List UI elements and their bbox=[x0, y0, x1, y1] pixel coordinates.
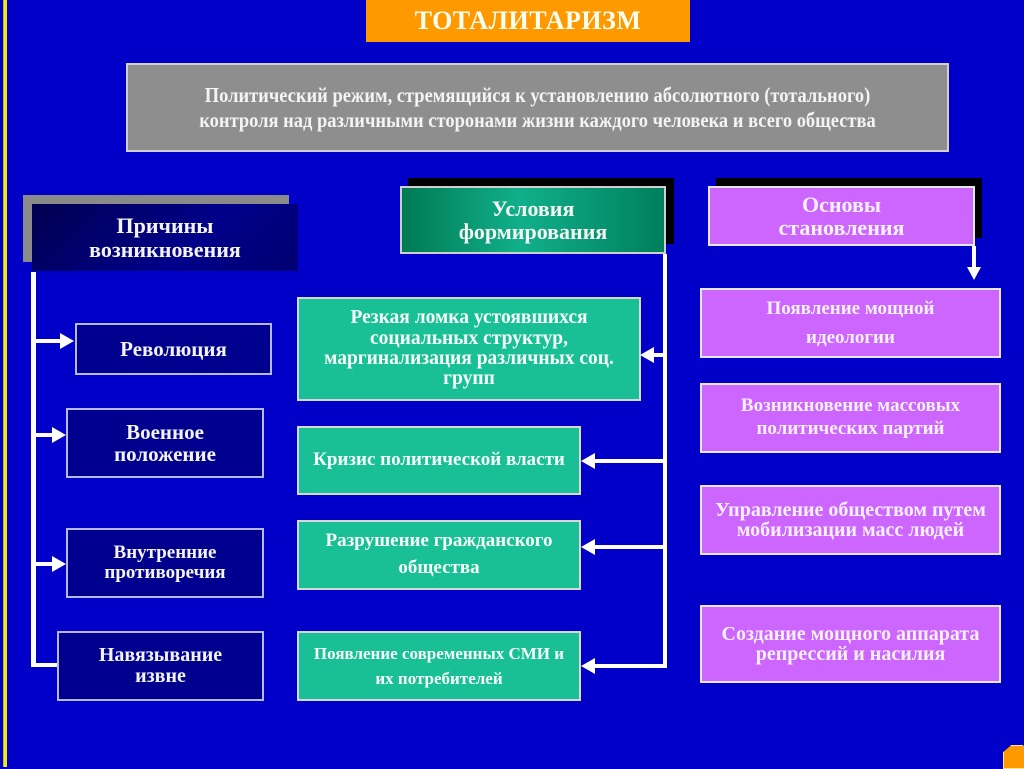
foundations-connector bbox=[972, 246, 976, 268]
causes-connector-2 bbox=[31, 433, 53, 437]
cause-item: Военное положение bbox=[66, 408, 264, 478]
arrow-left-icon bbox=[581, 658, 595, 674]
causes-connector-1 bbox=[31, 339, 61, 343]
condition-item: Резкая ломка устоявшихся социальных стру… bbox=[297, 297, 641, 401]
foundation-item: Возникновение массовых политических парт… bbox=[700, 383, 1001, 453]
arrow-left-icon bbox=[640, 347, 654, 363]
cause-item-text: Внутренние противоречия bbox=[104, 542, 226, 583]
conditions-connector-vertical bbox=[663, 254, 667, 668]
conditions-header-text: Условия формирования bbox=[458, 195, 608, 244]
slide-edge-line bbox=[3, 0, 7, 767]
definition-text: Политический режим, стремящийся к устано… bbox=[199, 83, 876, 132]
causes-connector-vertical bbox=[31, 272, 36, 667]
foundations-header-text: Основы становления bbox=[778, 191, 905, 240]
arrow-right-icon bbox=[52, 556, 66, 572]
causes-header-text: Причины возникновения bbox=[89, 213, 241, 262]
foundation-item: Управление обществом путем мобилизации м… bbox=[700, 485, 1001, 555]
foundation-item: Создание мощного аппарата репрессий и на… bbox=[700, 605, 1001, 683]
condition-item-text: Появление современных СМИ и их потребите… bbox=[313, 643, 565, 689]
arrow-left-icon bbox=[581, 539, 595, 555]
cause-item: Внутренние противоречия bbox=[66, 528, 264, 598]
condition-item: Разрушение гражданского общества bbox=[297, 520, 581, 590]
title-box: ТОТАЛИТАРИЗМ bbox=[366, 0, 690, 42]
foundation-item: Появление мощной идеологии bbox=[700, 288, 1001, 358]
cause-item-text: Навязывание извне bbox=[98, 644, 223, 687]
arrow-right-icon bbox=[60, 333, 74, 349]
foundation-item-text: Управление обществом путем мобилизации м… bbox=[715, 499, 986, 541]
condition-item: Кризис политической власти bbox=[297, 426, 581, 495]
cause-item-text: Военное положение bbox=[114, 419, 216, 466]
foundation-item-text: Создание мощного аппарата репрессий и на… bbox=[721, 623, 995, 665]
cause-item-text: Революция bbox=[120, 336, 227, 361]
title-text: ТОТАЛИТАРИЗМ bbox=[414, 6, 642, 36]
conditions-header: Условия формирования bbox=[400, 186, 666, 254]
cause-item: Навязывание извне bbox=[57, 631, 264, 701]
causes-connector-4 bbox=[31, 663, 63, 667]
condition-item-text: Разрушение гражданского общества bbox=[325, 530, 553, 578]
arrow-down-icon bbox=[967, 267, 981, 280]
conditions-connector-1 bbox=[652, 353, 665, 357]
arrow-left-icon bbox=[581, 453, 595, 469]
foundations-header: Основы становления bbox=[708, 186, 975, 246]
arrow-right-icon bbox=[52, 427, 66, 443]
condition-item: Появление современных СМИ и их потребите… bbox=[297, 631, 581, 701]
foundation-item-text: Появление мощной идеологии bbox=[766, 297, 935, 348]
condition-item-text: Кризис политической власти bbox=[313, 449, 565, 471]
condition-item-text: Резкая ломка устоявшихся социальных стру… bbox=[324, 307, 614, 390]
conditions-connector-4 bbox=[594, 664, 667, 668]
definition-box: Политический режим, стремящийся к устано… bbox=[126, 63, 949, 152]
conditions-connector-3 bbox=[594, 545, 665, 549]
causes-header: Причины возникновения bbox=[32, 204, 298, 271]
conditions-connector-2 bbox=[594, 459, 665, 463]
foundation-item-text: Возникновение массовых политических парт… bbox=[740, 395, 961, 439]
slide-corner-decoration bbox=[1003, 745, 1024, 769]
cause-item: Революция bbox=[75, 323, 272, 375]
causes-connector-3 bbox=[31, 562, 53, 566]
